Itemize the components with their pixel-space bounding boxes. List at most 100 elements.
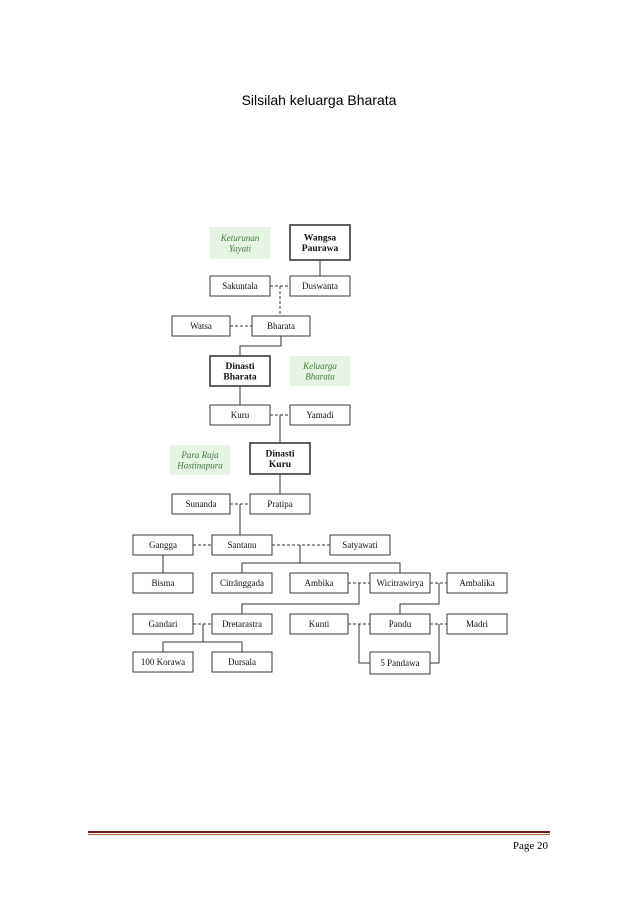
node-label: Wicitrawirya [376, 578, 423, 588]
node-box [171, 493, 231, 515]
connector-line [399, 583, 440, 614]
node-label: Gandari [149, 619, 178, 629]
connector-line [241, 583, 360, 614]
person-node-gangga: Gangga [132, 534, 194, 556]
page-number: Page 20 [512, 840, 548, 852]
node-label: Yamadi [306, 410, 334, 420]
connector-line [430, 624, 440, 664]
node-box [369, 572, 431, 594]
node-box [249, 442, 311, 475]
node-label: Pratipa [267, 499, 293, 509]
node-box [209, 275, 271, 297]
tree-connectors [162, 260, 447, 664]
node-box [211, 572, 273, 594]
person-node-yamadi: Yamadi [289, 404, 351, 426]
node-label: Ambika [305, 578, 334, 588]
node-label: Bisma [151, 578, 174, 588]
node-label: Bharata [267, 321, 295, 331]
node-box [132, 613, 194, 635]
node-box [369, 651, 431, 675]
person-node-gandari: Gandari [132, 613, 194, 635]
node-label: Kuru [269, 460, 292, 470]
node-label: Sunanda [186, 499, 217, 509]
connector-line [162, 624, 204, 652]
node-box [289, 275, 351, 297]
node-label: Dursala [228, 657, 256, 667]
note-text: Keturunan [220, 233, 260, 243]
node-label: 5 Pandawa [380, 658, 419, 668]
person-node-wicitrawirya: Wicitrawirya [369, 572, 431, 594]
node-label: Pandu [389, 619, 412, 629]
person-node-pratipa: Pratipa [249, 493, 311, 515]
person-node-madri: Madri [446, 613, 508, 635]
person-node-duswanta: Duswanta [289, 275, 351, 297]
node-box [289, 404, 351, 426]
node-box [329, 534, 391, 556]
node-box [209, 404, 271, 426]
node-box [171, 315, 231, 337]
node-label: Gangga [149, 540, 177, 550]
node-box [209, 355, 271, 387]
node-label: Dinasti [225, 362, 254, 372]
person-node-ambika: Ambika [289, 572, 349, 594]
node-box [211, 534, 273, 556]
node-box [249, 493, 311, 515]
node-label: Dretarastra [222, 619, 262, 629]
node-box [446, 572, 508, 594]
node-label: Watsa [190, 321, 212, 331]
node-box [132, 651, 194, 673]
connector-line [241, 545, 301, 573]
person-node-watsa: Watsa [171, 315, 231, 337]
note-background [170, 445, 230, 475]
person-node-dretarastra: Dretarastra [211, 613, 273, 635]
person-node-kunti: Kunti [289, 613, 349, 635]
node-box [251, 315, 311, 337]
note-background [290, 356, 350, 386]
note-text: Hastinapura [176, 460, 223, 470]
person-node-citranggada: Citrānggada [211, 572, 273, 594]
node-box [446, 613, 508, 635]
note-text: Keluarga [302, 361, 337, 371]
node-label: 100 Korawa [141, 657, 185, 667]
footer-rule [88, 831, 550, 833]
note-text: Bharata [305, 371, 335, 381]
node-label: Bharata [223, 372, 257, 382]
person-node-kuru: Kuru [209, 404, 271, 426]
person-node-sunanda: Sunanda [171, 493, 231, 515]
person-node-pandu: Pandu [369, 613, 431, 635]
node-label: Paurawa [302, 244, 339, 254]
person-node-pandawa: 5 Pandawa [369, 651, 431, 675]
person-node-santanu: Santanu [211, 534, 273, 556]
node-box [289, 613, 349, 635]
person-node-korawa: 100 Korawa [132, 651, 194, 673]
node-label: Dinasti [265, 449, 294, 459]
node-label: Satyawati [342, 540, 378, 550]
node-label: Sakuntala [222, 281, 258, 291]
person-node-sakuntala: Sakuntala [209, 275, 271, 297]
connector-line [300, 562, 401, 573]
node-box [289, 572, 349, 594]
node-label: Ambalika [459, 578, 495, 588]
page-title: Silsilah keluarga Bharata [241, 92, 397, 108]
connector-line [358, 624, 370, 664]
person-node-bisma: Bisma [132, 572, 194, 594]
node-label: Madri [466, 619, 488, 629]
node-label: Kunti [309, 619, 330, 629]
node-box [211, 651, 273, 673]
node-box [132, 572, 194, 594]
node-label: Santanu [228, 540, 257, 550]
node-box [211, 613, 273, 635]
connector-line [239, 336, 282, 356]
person-node-ambalika: Ambalika [446, 572, 508, 594]
connector-line [203, 641, 243, 652]
person-node-bharata: Bharata [251, 315, 311, 337]
person-node-dursala: Dursala [211, 651, 273, 673]
note-text: Yayati [229, 243, 252, 253]
